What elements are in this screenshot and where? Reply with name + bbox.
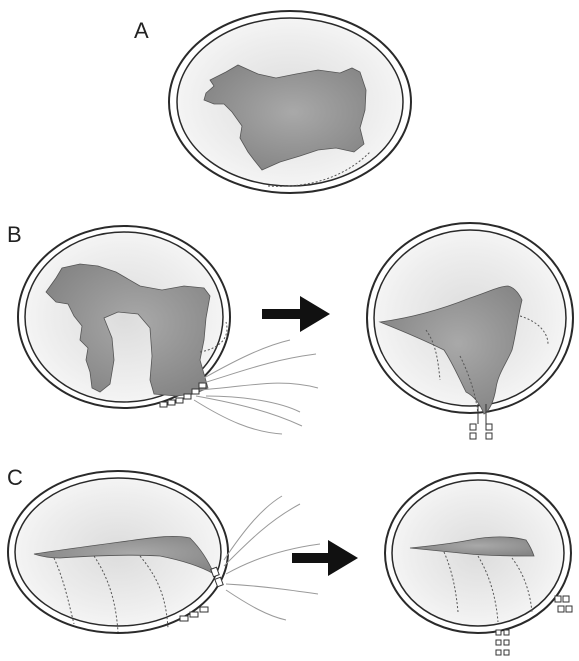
right-arrow-icon: [262, 296, 330, 332]
panel-a: [169, 11, 411, 193]
right-arrow-icon: [292, 540, 358, 576]
attachment-squares-b2: [470, 424, 492, 439]
panel-label-b: B: [7, 224, 22, 246]
panel-b-right: [367, 223, 573, 439]
panel-label-a: A: [134, 20, 149, 42]
panel-b-left: [18, 226, 318, 434]
panel-c-left: [8, 471, 320, 633]
panel-c-right: [385, 473, 572, 655]
panel-label-c: C: [7, 467, 23, 489]
